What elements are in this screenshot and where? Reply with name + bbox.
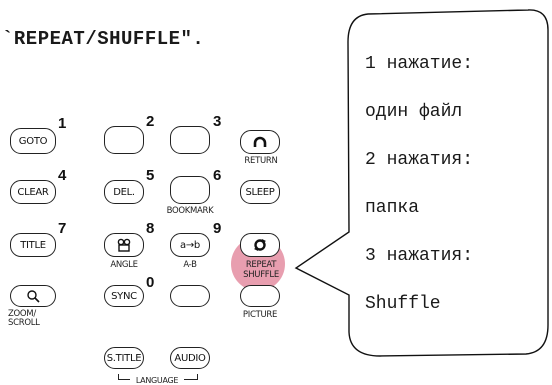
ab-button[interactable]: a→b: [170, 233, 210, 257]
bookmark-button[interactable]: [170, 176, 210, 204]
button-3[interactable]: [170, 126, 210, 154]
number-4: 4: [58, 167, 67, 184]
zoom-caption: ZOOM/: [8, 309, 36, 319]
zoom-button[interactable]: [10, 285, 56, 307]
angle-button[interactable]: [104, 233, 144, 257]
sync-label: SYNC: [111, 290, 137, 302]
del-button[interactable]: DEL.: [104, 180, 144, 204]
return-caption: RETURN: [244, 156, 278, 166]
number-9: 9: [213, 220, 222, 237]
number-3: 3: [213, 113, 222, 130]
sleep-button[interactable]: SLEEP: [240, 180, 280, 204]
number-0: 0: [146, 274, 155, 291]
camera-icon: [117, 238, 131, 252]
remote-control: GOTO 1 2 3 RETURN CLEAR 4 DEL. 5 6 BOOKM…: [8, 113, 285, 385]
stitle-button[interactable]: S.TITLE: [104, 347, 144, 369]
bookmark-caption: BOOKMARK: [166, 206, 214, 216]
picture-button[interactable]: [240, 285, 280, 307]
callout-line-4: папка: [365, 198, 420, 218]
sync-button[interactable]: SYNC: [104, 285, 144, 307]
return-button[interactable]: [240, 130, 280, 154]
shuffle-caption: SHUFFLE: [243, 270, 279, 280]
repeat-icon: [254, 239, 266, 251]
callout-line-1: 1 нажатие:: [365, 54, 474, 74]
stitle-label: S.TITLE: [106, 352, 142, 364]
number-7: 7: [58, 220, 67, 237]
del-label: DEL.: [113, 186, 135, 198]
repeat-caption: REPEAT: [245, 260, 277, 270]
number-1: 1: [58, 115, 67, 132]
repeat-shuffle-button[interactable]: [240, 233, 280, 257]
number-2: 2: [146, 113, 155, 130]
callout-line-3: 2 нажатия:: [365, 150, 474, 170]
scroll-caption: SCROLL: [8, 318, 40, 328]
callout-line-6: Shuffle: [365, 294, 441, 314]
audio-label: AUDIO: [174, 352, 206, 364]
number-6: 6: [213, 167, 222, 184]
title-button[interactable]: TITLE: [10, 233, 56, 257]
callout-line-5: 3 нажатия:: [365, 246, 474, 266]
magnifier-icon: [27, 290, 40, 303]
number-5: 5: [146, 167, 155, 184]
header-text: `REPEAT/SHUFFLE".: [2, 28, 205, 50]
number-8: 8: [146, 220, 155, 237]
audio-button[interactable]: AUDIO: [170, 347, 210, 369]
ab-label: a→b: [180, 239, 200, 251]
title-label: TITLE: [20, 239, 46, 251]
return-icon: [253, 136, 267, 147]
sleep-label: SLEEP: [245, 186, 275, 198]
callout-text: 1 нажатие: один файл 2 нажатия: папка 3 …: [365, 40, 545, 328]
callout-line-2: один файл: [365, 102, 463, 122]
goto-button[interactable]: GOTO: [10, 128, 56, 154]
button-2[interactable]: [104, 126, 144, 154]
clear-button[interactable]: CLEAR: [10, 180, 56, 204]
picture-caption: PICTURE: [242, 310, 278, 320]
ab-caption: A-B: [183, 260, 197, 270]
blank-button[interactable]: [170, 285, 210, 307]
clear-label: CLEAR: [17, 186, 49, 198]
angle-caption: ANGLE: [110, 260, 138, 270]
language-caption: LANGUAGE: [130, 376, 184, 385]
goto-label: GOTO: [18, 135, 48, 147]
